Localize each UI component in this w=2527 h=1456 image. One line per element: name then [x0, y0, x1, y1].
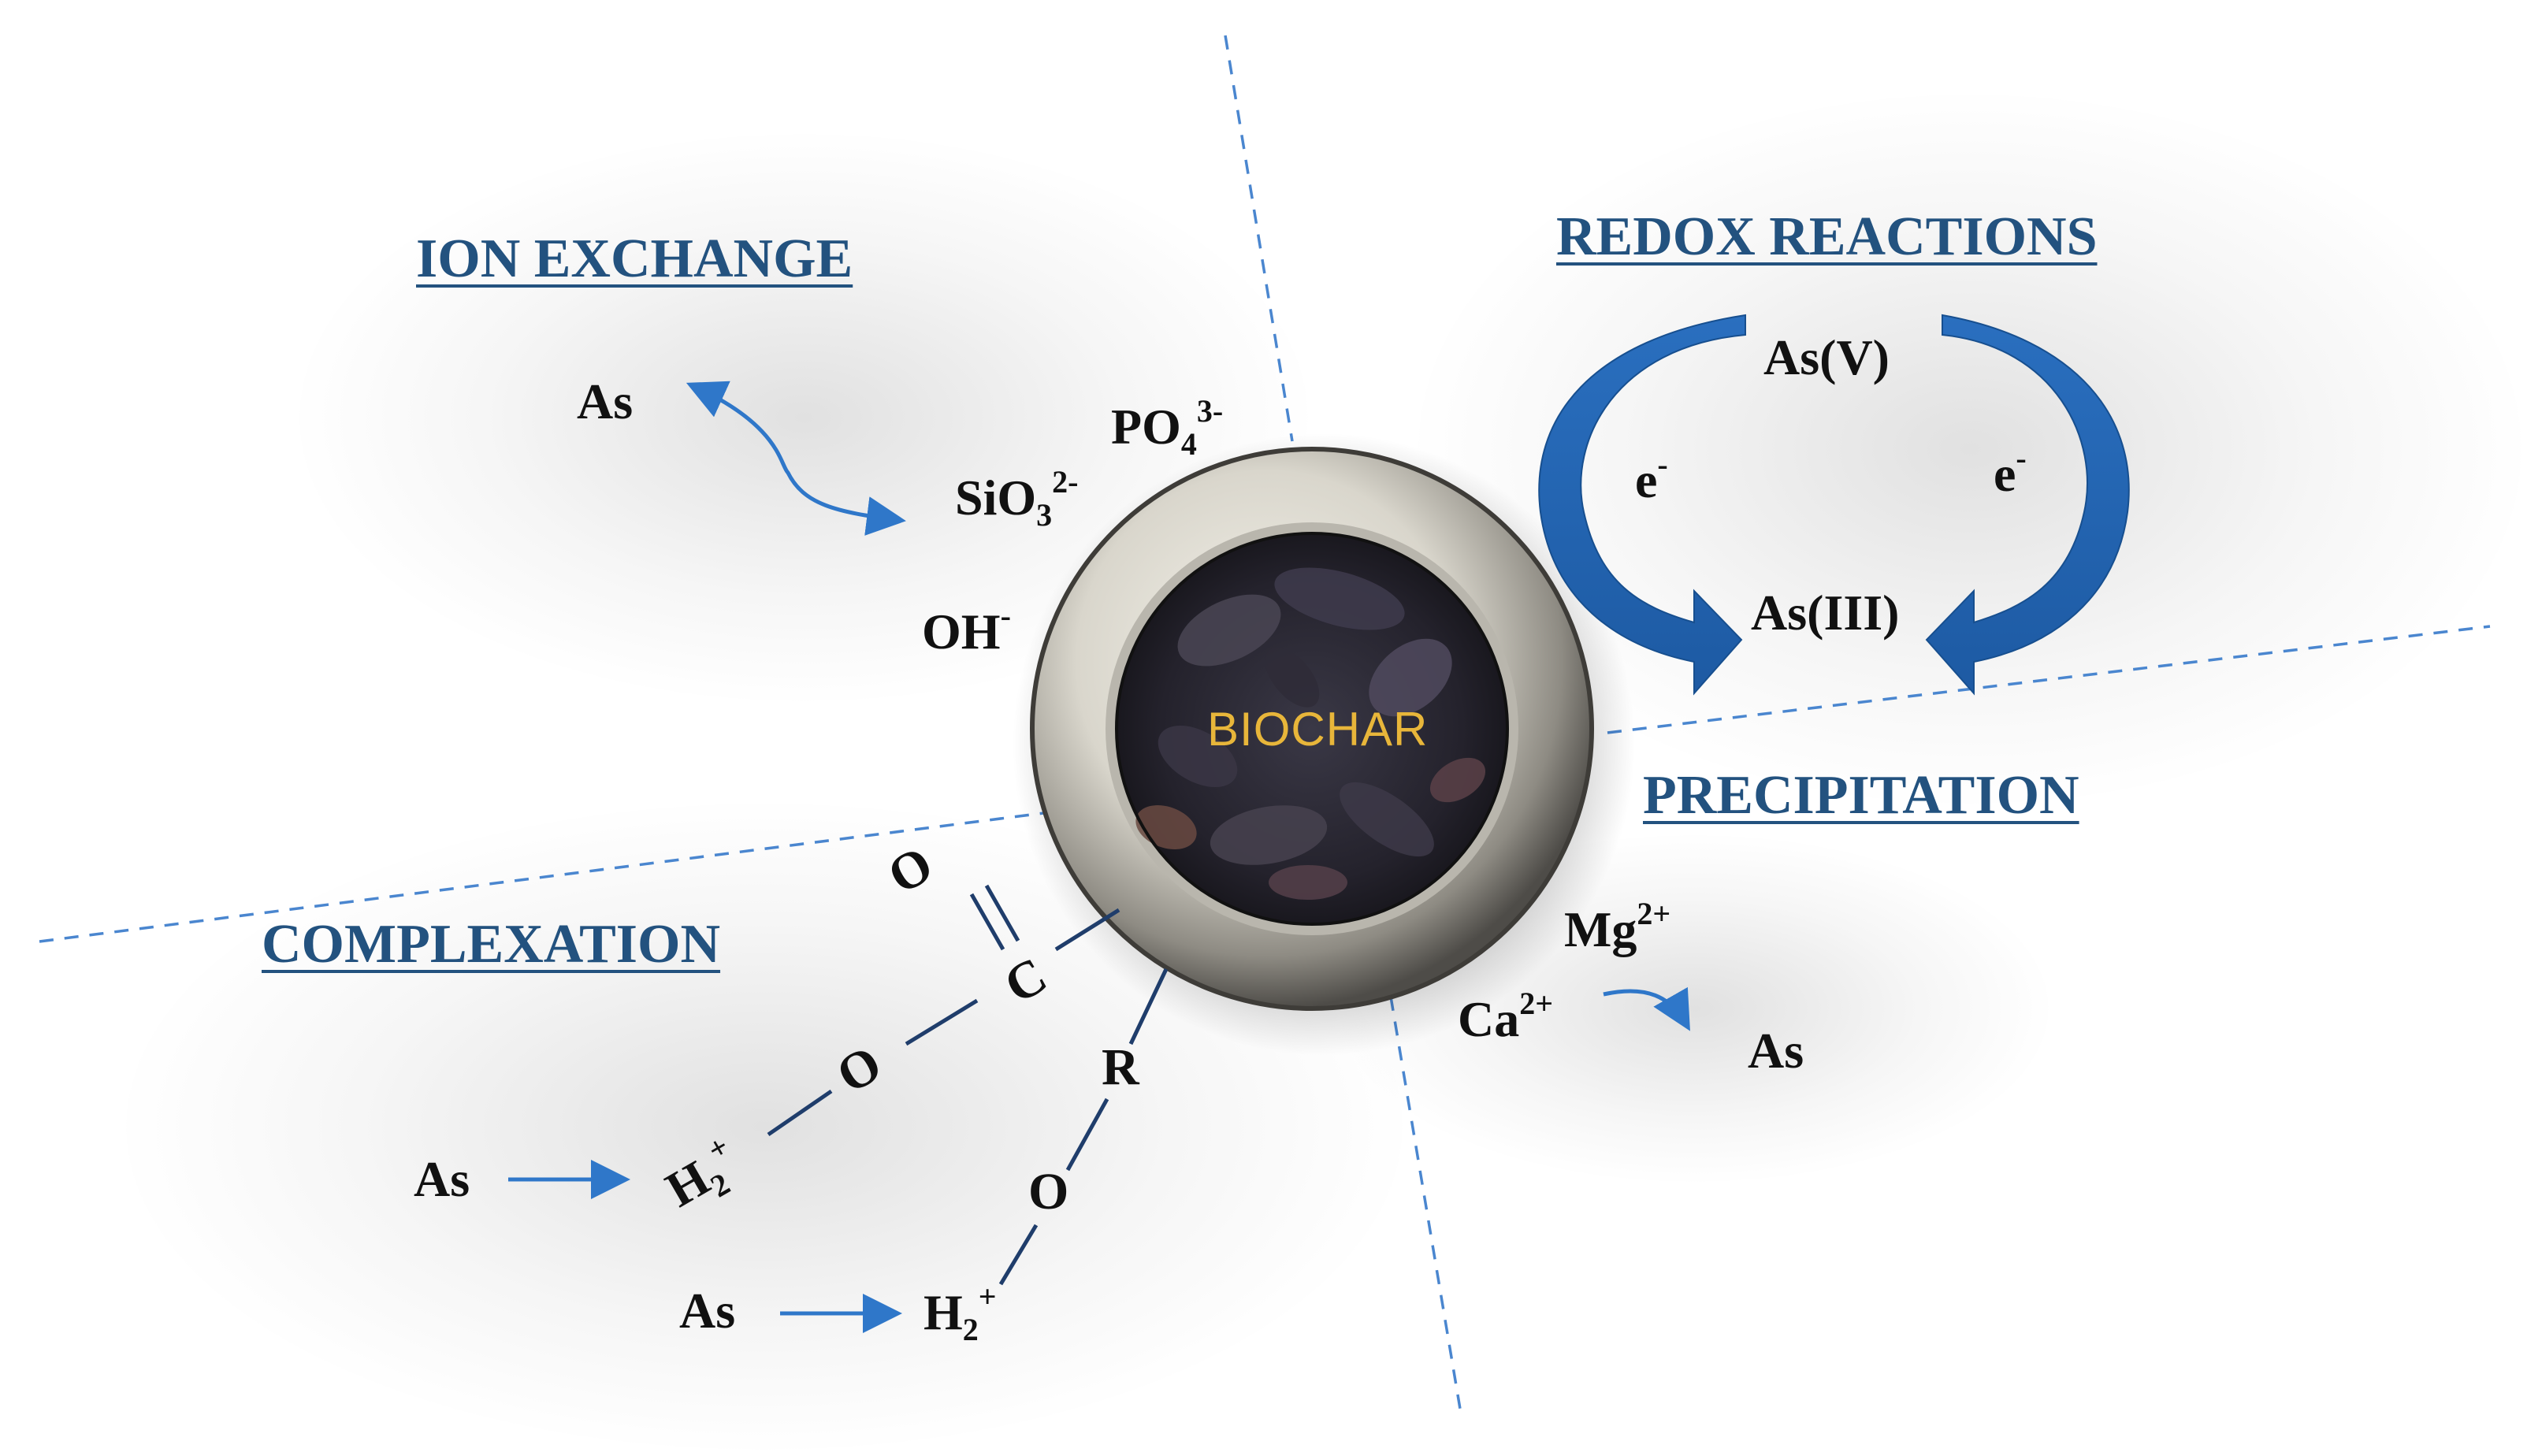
bond-c-o [905, 998, 979, 1046]
silicate-base: SiO [955, 470, 1037, 526]
complexation-as-upper: As [414, 1151, 470, 1207]
hydrogen-lower-sub: 2 [962, 1312, 979, 1347]
redox-electron-left: e- [1635, 449, 1668, 508]
bond-o-h2 [767, 1089, 833, 1137]
bond-c-o-double-1 [969, 893, 1005, 951]
hydroxide-sup: - [1000, 598, 1011, 633]
magnesium-sup: 2+ [1637, 896, 1671, 931]
phosphate-base: PO [1111, 399, 1181, 455]
heading-redox-reactions: REDOX REACTIONS [1556, 206, 2098, 267]
bond-biochar-r [1128, 968, 1169, 1046]
redox-as-v: As(V) [1763, 329, 1890, 385]
divider-right [1607, 625, 2491, 734]
electron-right-base: e [1994, 446, 2016, 502]
atom-o-lower: O [1028, 1163, 1069, 1220]
biochar-texture [1135, 567, 1486, 900]
redox-as-iii: As(III) [1751, 585, 1900, 641]
redox-arrow-left [1538, 314, 1746, 696]
precipitation-arrow [1603, 986, 1690, 1031]
complexation-as-lower: As [679, 1283, 736, 1339]
electron-left-sup: - [1657, 447, 1668, 482]
hydrogen-lower: H2+ [923, 1281, 997, 1346]
ion-exchange-as: As [577, 373, 634, 429]
bond-c-o-double-2 [984, 884, 1020, 942]
bond-r-o [1065, 1098, 1109, 1172]
calcium-sup: 2+ [1519, 986, 1554, 1021]
hydrogen-lower-sup: + [978, 1279, 997, 1314]
ion-exchange-arrow [686, 381, 906, 536]
redox-electron-right: e- [1994, 443, 2027, 502]
heading-precipitation: PRECIPITATION [1643, 765, 2079, 826]
complexation-bonds [767, 884, 1169, 1286]
heading-complexation: COMPLEXATION [262, 914, 721, 975]
calcium-base: Ca [1458, 991, 1520, 1047]
redox-arrow-right [1925, 314, 2130, 696]
electron-right-sup: - [2016, 440, 2027, 476]
divider-bottom [1389, 996, 1463, 1419]
bond-c-biochar [1054, 908, 1120, 952]
phosphate-sup: 3- [1196, 393, 1224, 429]
magnesium-label: Mg2+ [1564, 898, 1670, 957]
phosphate-label: PO43- [1111, 396, 1223, 460]
precipitation-as: As [1748, 1023, 1804, 1079]
bond-o-h2-lower [998, 1224, 1039, 1286]
silicate-label: SiO32- [955, 466, 1078, 531]
hydroxide-label: OH- [922, 600, 1011, 659]
atom-r: R [1102, 1038, 1139, 1096]
divider-left [39, 810, 1057, 943]
magnesium-base: Mg [1564, 901, 1637, 957]
phosphate-sub: 4 [1180, 426, 1197, 462]
electron-left-base: e [1635, 452, 1658, 508]
silicate-sub: 3 [1036, 497, 1053, 533]
calcium-label: Ca2+ [1458, 988, 1553, 1047]
hydroxide-base: OH [922, 604, 1001, 659]
silicate-sup: 2- [1052, 464, 1079, 500]
biochar-disc [1013, 433, 1635, 1056]
heading-ion-exchange: ION EXCHANGE [416, 228, 853, 289]
divider-lines [39, 35, 2491, 1419]
biochar-label: BIOCHAR [1207, 703, 1429, 756]
hydrogen-lower-base: H [923, 1284, 963, 1340]
divider-top [1224, 35, 1294, 442]
